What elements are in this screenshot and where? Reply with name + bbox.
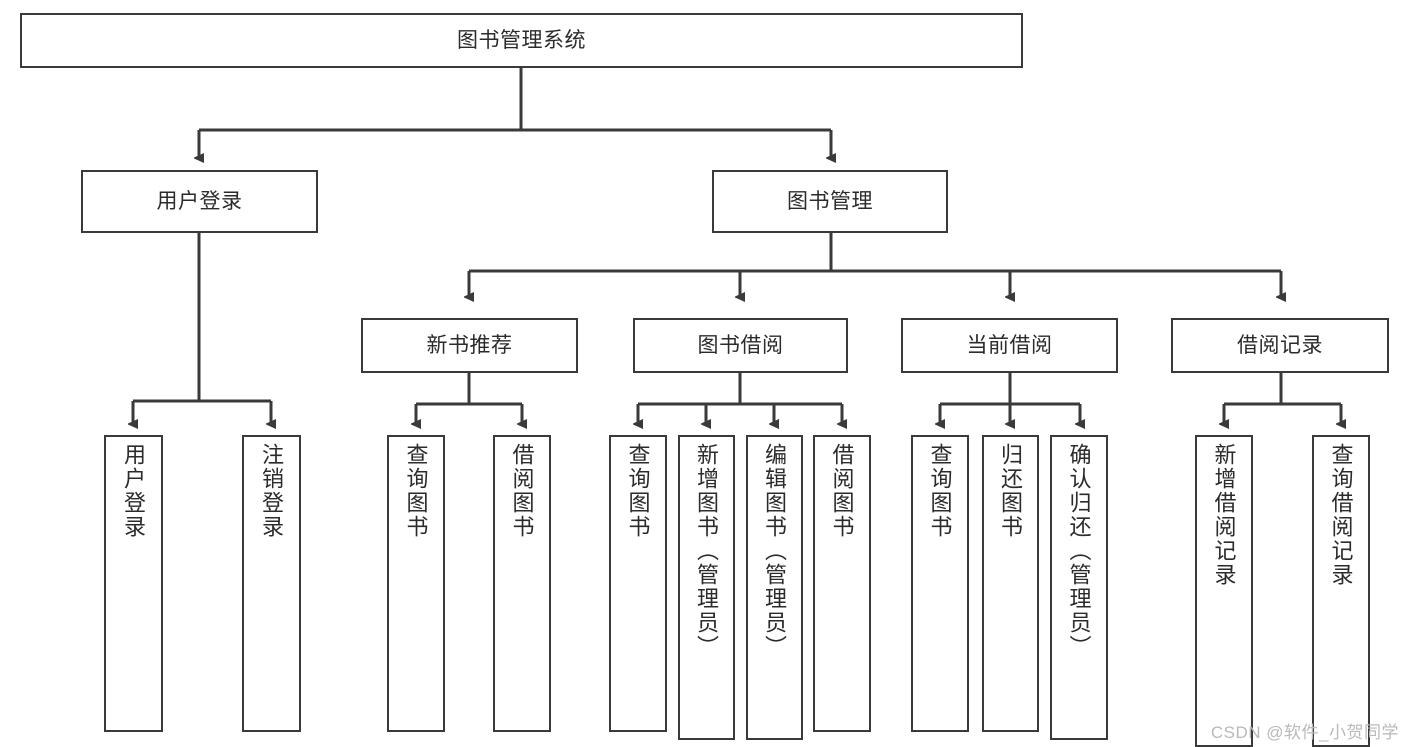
node-label: 用户登录 <box>156 189 243 213</box>
leaf-borrow-book-recommend[interactable]: 借阅图书 <box>493 435 551 732</box>
node-label: 借阅记录 <box>1237 333 1323 357</box>
leaf-edit-book-admin[interactable]: 编辑图书（管理员） <box>746 435 803 740</box>
node-label: 归还图书 <box>998 443 1024 539</box>
node-label: 新增图书（管理员） <box>694 443 720 659</box>
node-label: 借阅图书 <box>829 443 855 539</box>
node-label: 用户登录 <box>121 443 147 539</box>
leaf-query-book-recommend[interactable]: 查询图书 <box>387 435 445 732</box>
node-book-management[interactable]: 图书管理 <box>712 170 948 233</box>
leaf-logout[interactable]: 注销登录 <box>242 435 301 732</box>
node-user-login[interactable]: 用户登录 <box>81 170 318 233</box>
leaf-borrow-book-borrow[interactable]: 借阅图书 <box>813 435 871 732</box>
node-label: 借阅图书 <box>509 443 535 539</box>
node-label: 查询图书 <box>403 443 429 539</box>
leaf-add-book-admin[interactable]: 新增图书（管理员） <box>678 435 735 740</box>
node-label: 图书管理 <box>787 189 873 213</box>
node-label: 注销登录 <box>259 443 285 539</box>
leaf-confirm-return-admin[interactable]: 确认归还（管理员） <box>1050 435 1108 740</box>
leaf-query-borrow-record[interactable]: 查询借阅记录 <box>1312 435 1370 747</box>
node-label: 编辑图书（管理员） <box>762 443 788 659</box>
node-label: 图书借阅 <box>697 333 784 357</box>
node-label: 查询图书 <box>927 443 953 539</box>
node-book-borrow[interactable]: 图书借阅 <box>633 318 848 373</box>
leaf-user-login[interactable]: 用户登录 <box>104 435 163 732</box>
node-label: 查询图书 <box>625 443 651 539</box>
node-label: 确认归还（管理员） <box>1066 443 1092 659</box>
node-label: 新增借阅记录 <box>1211 443 1237 587</box>
node-current-borrow[interactable]: 当前借阅 <box>901 318 1118 373</box>
node-label: 图书管理系统 <box>457 28 586 52</box>
node-new-book-recommend[interactable]: 新书推荐 <box>361 318 578 373</box>
node-label: 查询借阅记录 <box>1328 443 1354 587</box>
leaf-add-borrow-record[interactable]: 新增借阅记录 <box>1195 435 1253 747</box>
node-label: 当前借阅 <box>966 333 1053 357</box>
leaf-query-book-current[interactable]: 查询图书 <box>911 435 969 732</box>
node-label: 新书推荐 <box>426 333 513 357</box>
leaf-return-book[interactable]: 归还图书 <box>982 435 1039 732</box>
node-borrow-record[interactable]: 借阅记录 <box>1171 318 1389 373</box>
node-root-system[interactable]: 图书管理系统 <box>20 13 1023 68</box>
leaf-query-book-borrow[interactable]: 查询图书 <box>609 435 667 732</box>
